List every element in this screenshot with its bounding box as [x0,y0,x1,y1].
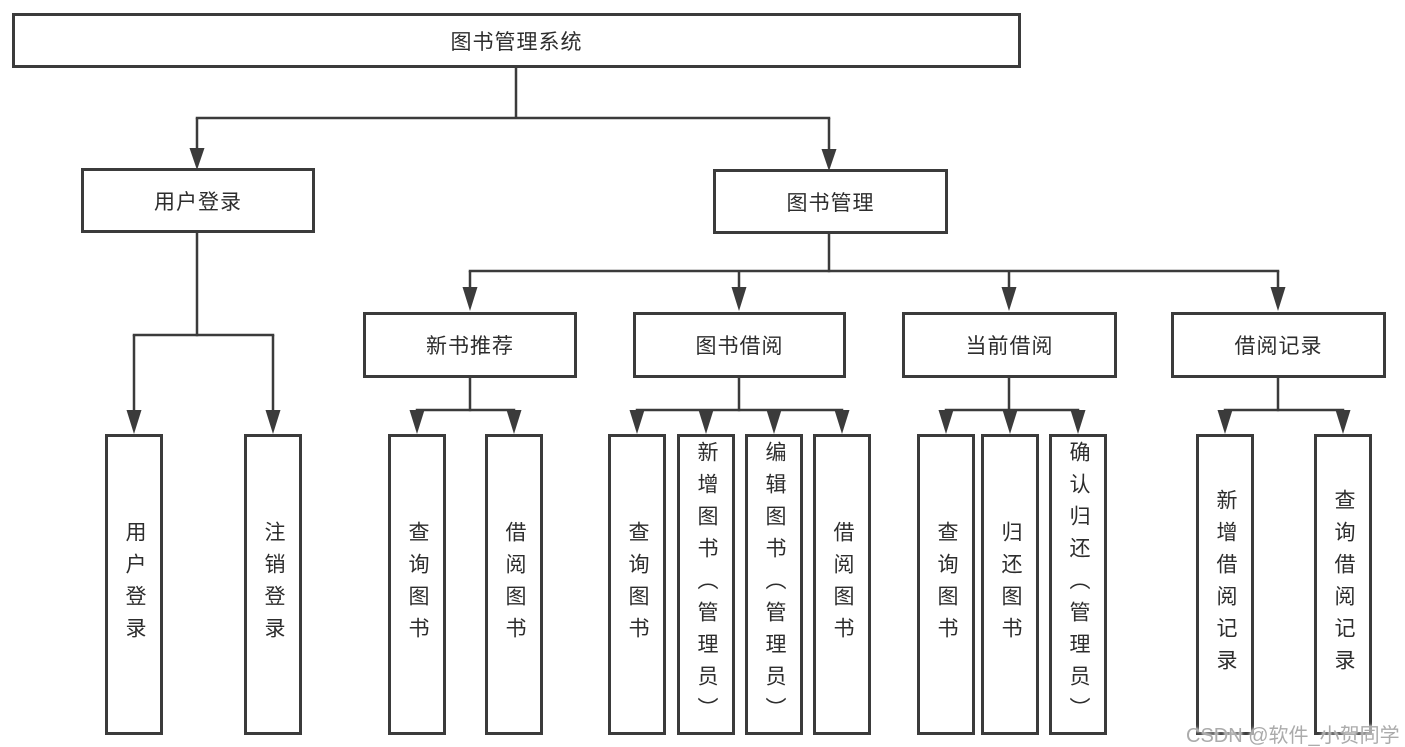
connector-path-group [132,68,1345,412]
node-new-book-recommendation: 新书推荐 [363,312,577,378]
leaf-edit-books-admin: 编辑图书（管理员） [745,434,803,735]
leaf-add-borrowing-record: 新增借阅记录 [1196,434,1254,735]
leaf-current-query-books: 查询图书 [917,434,975,735]
leaf-confirm-return-admin: 确认归还（管理员） [1049,434,1107,735]
leaf-logout: 注销登录 [244,434,302,735]
node-user-login: 用户登录 [81,168,315,233]
csdn-watermark: CSDN @软件_小贺同学 [1186,725,1400,747]
arrowhead-group [126,148,1351,434]
node-book-management: 图书管理 [713,169,948,234]
leaf-borrowing-query-books: 查询图书 [608,434,666,735]
leaf-query-borrowing-record: 查询借阅记录 [1314,434,1372,735]
leaf-add-books-admin: 新增图书（管理员） [677,434,735,735]
leaf-recommend-borrow-books: 借阅图书 [485,434,543,735]
leaf-recommend-query-books: 查询图书 [388,434,446,735]
node-book-borrowing: 图书借阅 [633,312,846,378]
leaf-return-books: 归还图书 [981,434,1039,735]
leaf-user-login: 用户登录 [105,434,163,735]
node-current-borrowing: 当前借阅 [902,312,1117,378]
node-library-management-system: 图书管理系统 [12,13,1021,68]
leaf-borrowing-borrow-books: 借阅图书 [813,434,871,735]
node-borrowing-records: 借阅记录 [1171,312,1386,378]
